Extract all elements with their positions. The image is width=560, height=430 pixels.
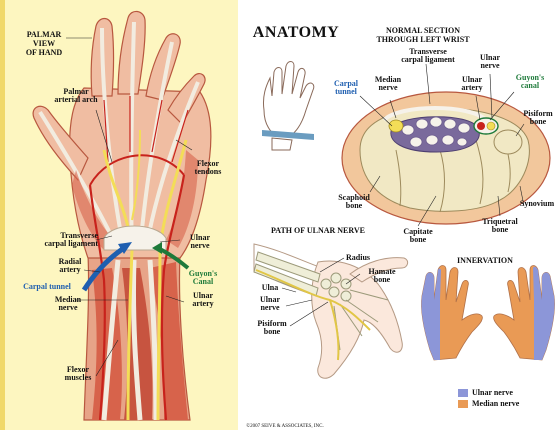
median-nerve-section: [389, 120, 403, 132]
label-section-scaphoid: Scaphoid bone: [330, 194, 378, 210]
label-transverse-ligament: Transverse carpal ligament: [24, 232, 98, 248]
path-ulnar-heading: PATH OF ULNAR NERVE: [258, 226, 378, 235]
palmar-view-heading: PALMAR VIEW OF HAND: [16, 30, 72, 57]
ulnar-artery-section: [477, 122, 485, 130]
legend-label-median: Median nerve: [472, 399, 519, 408]
label-section-triquetral: Triquetral bone: [474, 218, 526, 234]
hand-icon-outline: [263, 62, 313, 137]
label-flexor-muscles: Flexor muscles: [56, 366, 100, 382]
label-section-synovium: Synovium: [514, 200, 560, 208]
label-section-pisiform: Pisiform bone: [518, 110, 558, 126]
copyright: ©2007 SEIVE & ASSOCIATES, INC.: [210, 424, 360, 430]
label-median-nerve: Median nerve: [48, 296, 88, 312]
label-section-carpal-tunnel: Carpal tunnel: [326, 80, 366, 96]
forearm-icon: [272, 138, 292, 150]
label-ulnar-artery: Ulnar artery: [178, 292, 228, 308]
label-section-median-nerve: Median nerve: [366, 76, 410, 92]
hand-icon: [262, 62, 314, 151]
legend-label-ulnar: Ulnar nerve: [472, 388, 513, 397]
normal-section-heading: NORMAL SECTION THROUGH LEFT WRIST: [368, 26, 478, 44]
ulnar-nerve-section: [487, 122, 495, 130]
label-section-ulnar-nerve: Ulnar nerve: [470, 54, 510, 70]
label-path-pisiform: Pisiform bone: [254, 320, 290, 336]
legend-swatch-ulnar: [458, 389, 468, 397]
legend-swatch-median: [458, 400, 468, 408]
label-guyons-canal: Guyon's Canal: [178, 270, 228, 286]
label-section-ulnar-artery: Ulnar artery: [452, 76, 492, 92]
label-palmar-arch: Palmar arterial arch: [44, 88, 108, 104]
label-section-capitate: Capitate bone: [396, 228, 440, 244]
label-radial-artery: Radial artery: [50, 258, 90, 274]
anatomy-heading: ANATOMY: [238, 24, 354, 42]
label-section-transverse: Transverse carpal ligament: [388, 48, 468, 64]
label-flexor-tendons: Flexor tendons: [186, 160, 230, 176]
label-path-ulna: Ulna: [258, 284, 282, 292]
innervation-illustration: [421, 266, 554, 361]
innervation-heading: INNERVATION: [440, 256, 530, 265]
label-ulnar-nerve: Ulnar nerve: [176, 234, 224, 250]
label-path-ulnar-nerve: Ulnar nerve: [254, 296, 286, 312]
label-path-radius: Radius: [346, 254, 386, 262]
label-path-hamate: Hamate bone: [362, 268, 402, 284]
label-section-guyons: Guyon's canal: [508, 74, 552, 90]
label-carpal-tunnel: Carpal tunnel: [12, 283, 82, 291]
left-panel-edge: [0, 0, 5, 430]
